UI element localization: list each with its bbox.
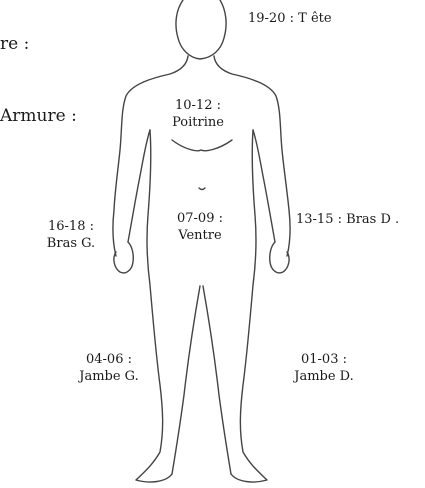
zone-chest: 10-12 : Poitrine [158,97,238,131]
zone-right-leg: 01-03 : Jambe D. [284,351,364,385]
zone-left-arm: 16-18 : Bras G. [36,218,106,252]
navel-mark [199,188,205,190]
zone-right-arm: 13-15 : Bras D . [296,211,399,228]
zone-chest-name: Poitrine [158,114,238,131]
zone-left-arm-name: Bras G. [36,235,106,252]
armor-label: Armure : [0,106,77,126]
inner-left-leg [172,286,200,474]
zone-left-leg: 04-06 : Jambe G. [72,351,146,385]
right-torso-side [231,130,267,482]
truncated-label-top: re : [0,34,29,54]
zone-left-leg-range: 04-06 : [72,351,146,368]
zone-chest-range: 10-12 : [158,97,238,114]
chest-line [172,140,232,151]
left-torso-side [136,130,172,482]
zone-right-arm-text: 13-15 : Bras D . [296,212,399,227]
zone-head: 19-20 : T ête [248,10,332,27]
zone-belly-name: Ventre [160,227,240,244]
zone-left-arm-range: 16-18 : [36,218,106,235]
inner-right-leg [203,286,231,474]
left-hand-outline [114,242,133,273]
zone-right-leg-range: 01-03 : [284,351,364,368]
zone-belly: 07-09 : Ventre [160,210,240,244]
zone-right-leg-name: Jambe D. [284,368,364,385]
zone-head-text: 19-20 : T ête [248,11,332,26]
right-hand-outline [270,242,289,273]
zone-belly-range: 07-09 : [160,210,240,227]
head-outline [176,0,226,59]
zone-left-leg-name: Jambe G. [72,368,146,385]
